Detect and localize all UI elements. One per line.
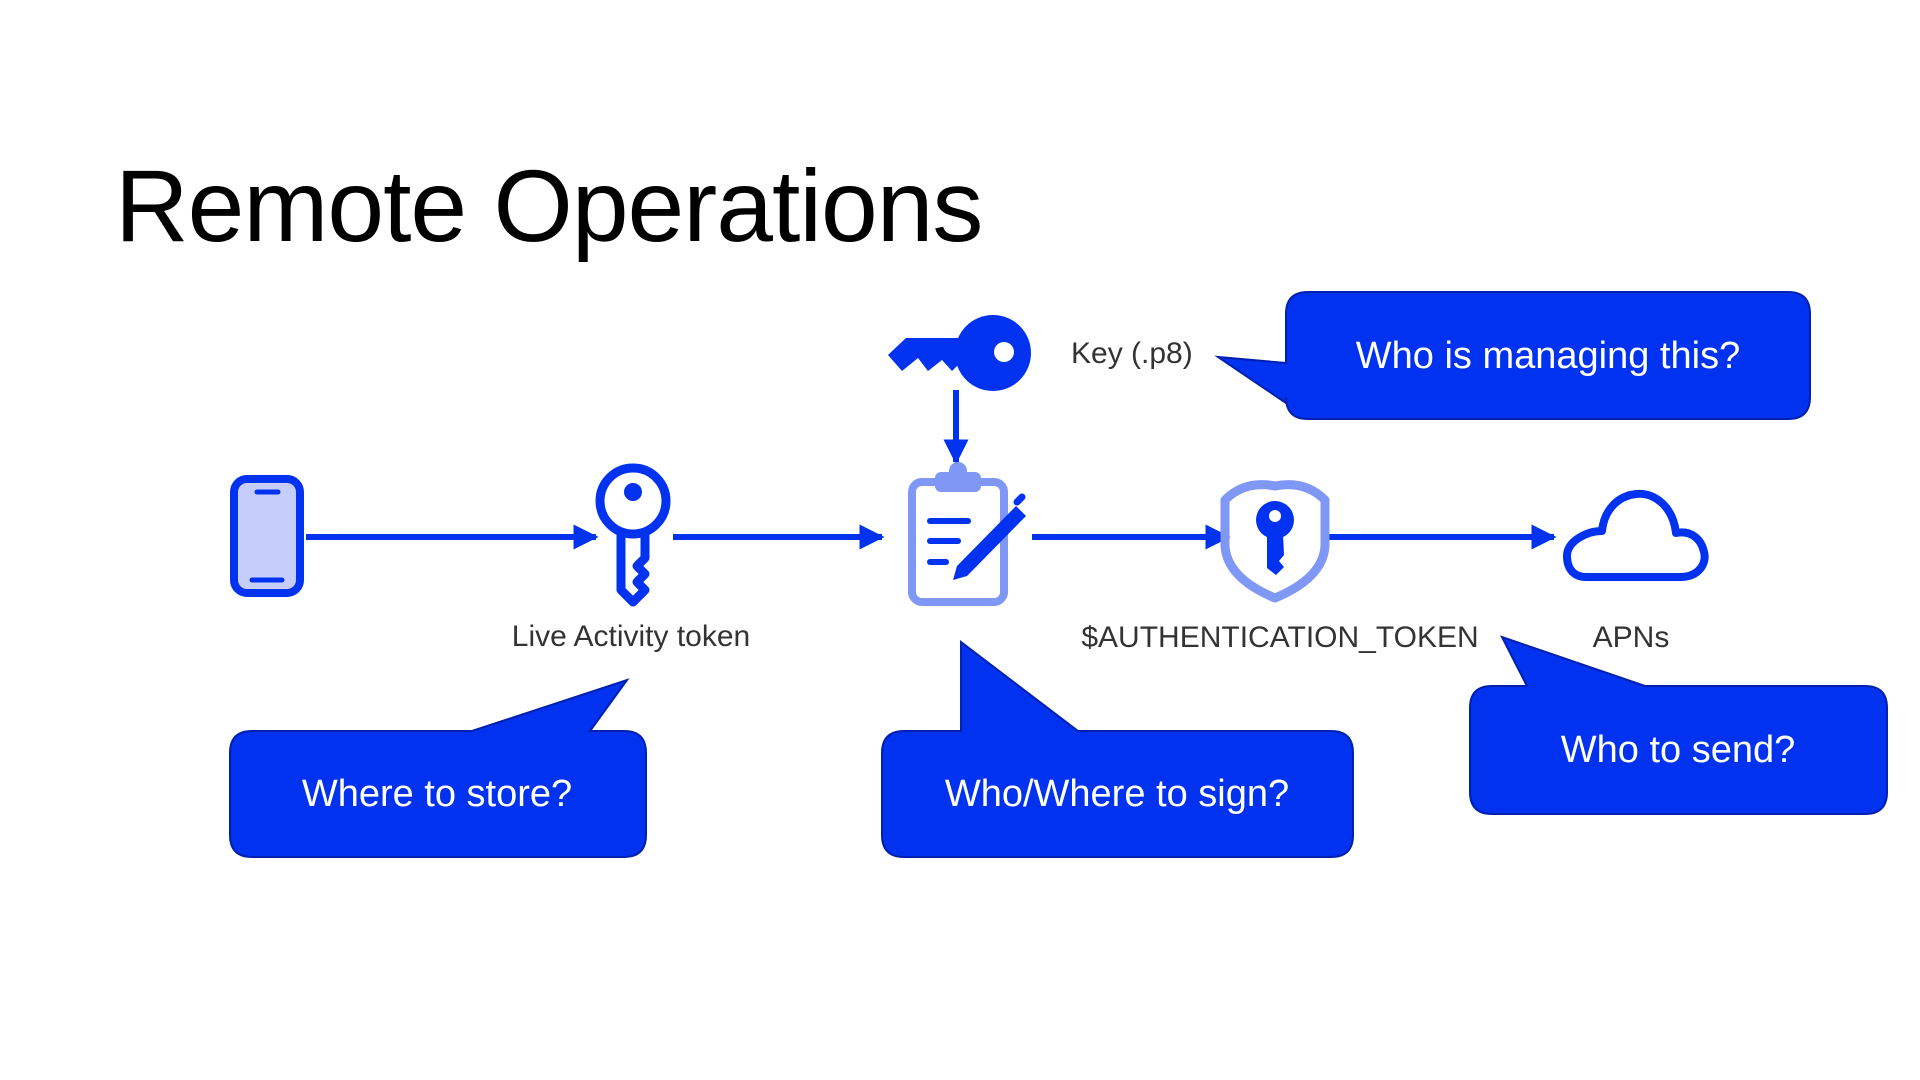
smartphone-icon <box>230 475 304 597</box>
callout-token-storage: Where to store? <box>229 678 647 858</box>
callout-signer: Who/Where to sign? <box>881 639 1354 858</box>
cloud-icon <box>1563 489 1709 581</box>
callout-token-text: Where to store? <box>302 773 572 815</box>
label-token: Live Activity token <box>512 620 750 653</box>
p8-key-icon <box>888 315 1031 391</box>
clipboard-sign-icon <box>908 462 1026 606</box>
token-key-icon <box>595 463 671 607</box>
callout-signer-text: Who/Where to sign? <box>945 773 1289 815</box>
callout-apns: Who to send? <box>1469 635 1888 815</box>
callout-key-text: Who is managing this? <box>1356 335 1740 377</box>
label-auth: $AUTHENTICATION_TOKEN <box>1081 621 1478 654</box>
callout-key-manager: Who is managing this? <box>1214 291 1811 420</box>
flow-arrows <box>306 390 1557 550</box>
shield-key-icon <box>1220 480 1330 603</box>
label-key: Key (.p8) <box>1071 337 1193 370</box>
callout-apns-text: Who to send? <box>1561 729 1795 771</box>
slide-title: Remote Operations <box>115 149 983 263</box>
label-apns: APNs <box>1593 621 1670 654</box>
